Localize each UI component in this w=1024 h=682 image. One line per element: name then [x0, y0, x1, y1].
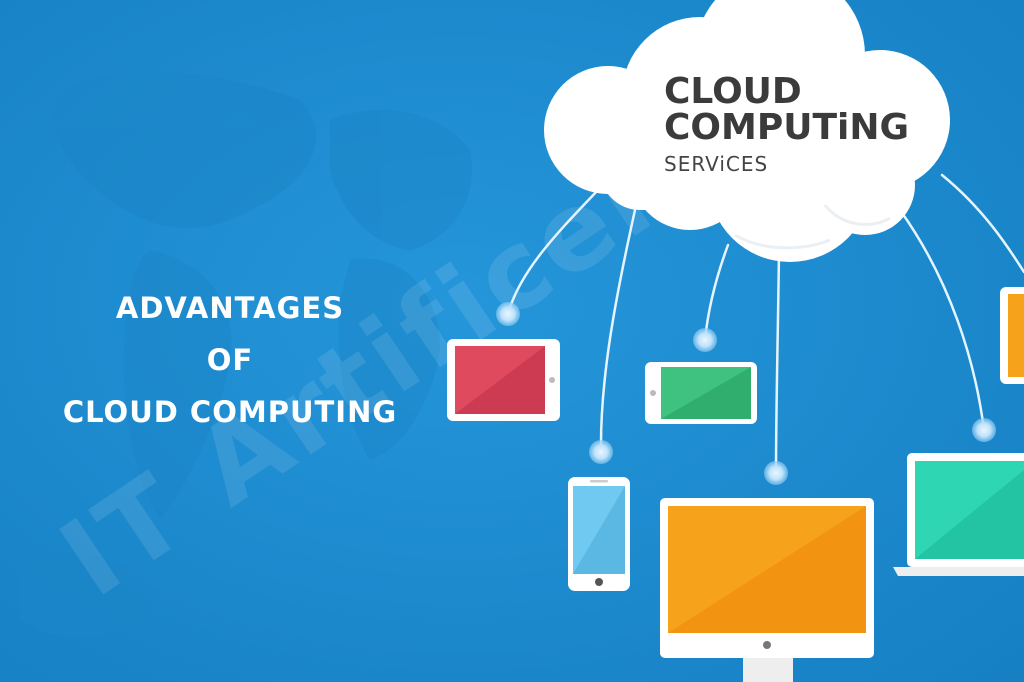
- cloud-logo-line1: CLOUD: [664, 71, 802, 112]
- world-map-icon: [20, 71, 472, 638]
- tablet-red-icon: [447, 339, 560, 421]
- headline-line2: OF: [206, 343, 254, 377]
- tablet-orange-icon: [1000, 287, 1024, 384]
- cloud-shading: [734, 204, 891, 250]
- laptop-icon: [893, 453, 1024, 576]
- monitor-icon: [660, 498, 874, 682]
- headline-line1: ADVANTAGES: [115, 291, 345, 325]
- cloud-logo-line2: COMPUTiNG: [664, 107, 910, 148]
- phone-icon: [568, 477, 630, 591]
- connection-lines: [506, 173, 1024, 475]
- headline: ADVANTAGES OF CLOUD COMPUTING: [30, 282, 430, 438]
- cloud-logo-line3: SERViCES: [664, 152, 769, 176]
- cloud-logo: CLOUD COMPUTiNG SERViCES: [664, 74, 909, 178]
- connection-nodes: [496, 302, 996, 485]
- cloud-icon: [544, 0, 950, 262]
- headline-line3: CLOUD COMPUTING: [62, 395, 398, 429]
- tablet-green-icon: [645, 362, 757, 424]
